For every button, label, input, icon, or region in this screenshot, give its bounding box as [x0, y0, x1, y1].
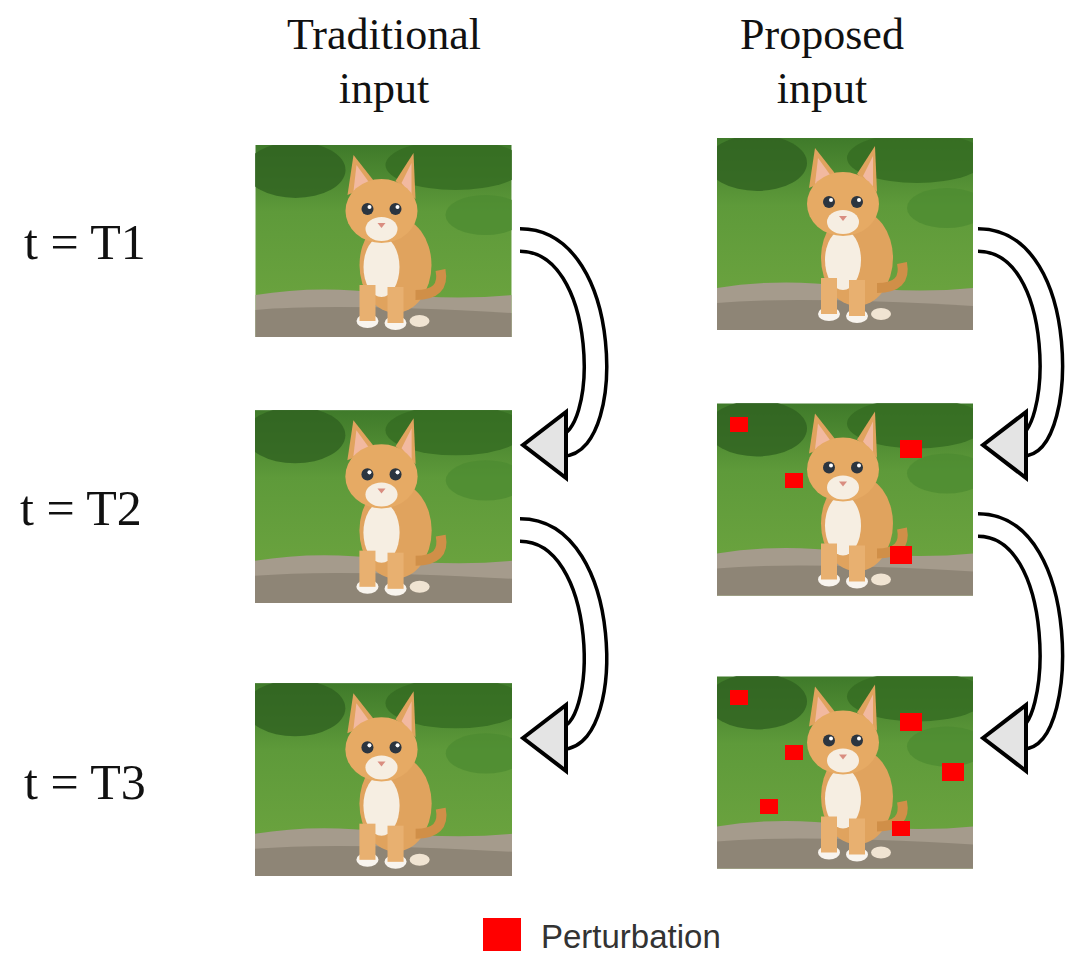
- column-heading: Proposed input: [702, 8, 942, 116]
- time-label: t = T1: [24, 212, 146, 272]
- legend-swatch: [483, 918, 521, 951]
- column-heading: Traditional input: [244, 8, 524, 116]
- legend-text: Perturbation: [541, 917, 721, 957]
- time-label: t = T2: [20, 478, 142, 538]
- time-label: t = T3: [24, 752, 146, 812]
